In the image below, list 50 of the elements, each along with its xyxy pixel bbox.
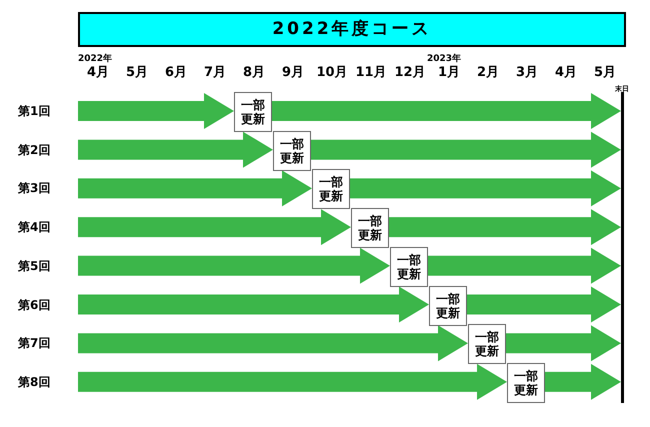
title-banner: 2022年度コース bbox=[78, 12, 626, 47]
update-box: 一部更新 bbox=[273, 130, 311, 171]
update-box: 一部更新 bbox=[390, 246, 428, 287]
month-label: 5月 bbox=[126, 64, 148, 81]
row-label: 第5回 bbox=[18, 258, 50, 275]
arrow bbox=[545, 364, 621, 400]
month-label: 11月 bbox=[356, 64, 387, 81]
arrow bbox=[428, 248, 621, 284]
month-label: 4月 bbox=[87, 64, 110, 81]
month-label: 8月 bbox=[243, 64, 266, 81]
arrow bbox=[311, 132, 621, 168]
row-label: 第1回 bbox=[18, 103, 50, 120]
year-label: 2022年 bbox=[78, 52, 112, 65]
row-label: 第6回 bbox=[18, 296, 50, 314]
arrow bbox=[467, 286, 621, 322]
arrow bbox=[78, 170, 312, 206]
update-box: 一部更新 bbox=[351, 208, 389, 248]
arrow bbox=[78, 248, 390, 284]
row-label: 第8回 bbox=[18, 374, 50, 391]
update-box: 一部更新 bbox=[234, 92, 272, 132]
update-box: 一部更新 bbox=[429, 286, 467, 326]
end-line bbox=[621, 92, 624, 403]
arrow bbox=[78, 325, 468, 362]
arrow bbox=[506, 325, 621, 362]
month-label: 7月 bbox=[204, 64, 226, 81]
year-label: 2023年 bbox=[427, 52, 462, 65]
month-label: 1月 bbox=[438, 64, 460, 81]
month-label: 4月 bbox=[555, 64, 578, 81]
arrow bbox=[350, 170, 621, 206]
arrow bbox=[78, 364, 507, 400]
month-label: 12月 bbox=[394, 64, 426, 81]
row-label: 第2回 bbox=[18, 142, 50, 159]
arrow bbox=[78, 286, 429, 322]
update-box: 一部更新 bbox=[468, 324, 506, 364]
month-label: 2月 bbox=[477, 64, 500, 81]
arrow bbox=[78, 132, 273, 168]
arrow bbox=[78, 209, 351, 246]
arrow bbox=[389, 209, 621, 246]
update-box: 一部更新 bbox=[312, 169, 350, 210]
month-label: 10月 bbox=[316, 64, 348, 81]
month-label: 5月 bbox=[594, 64, 616, 81]
update-box: 一部更新 bbox=[507, 362, 545, 403]
month-label: 6月 bbox=[165, 64, 188, 81]
month-label: 3月 bbox=[516, 64, 538, 81]
row-label: 第4回 bbox=[18, 219, 50, 236]
arrow bbox=[78, 93, 234, 129]
row-label: 第3回 bbox=[18, 180, 50, 198]
arrow bbox=[272, 93, 621, 129]
row-label: 第7回 bbox=[18, 335, 50, 352]
month-label: 9月 bbox=[282, 64, 304, 81]
